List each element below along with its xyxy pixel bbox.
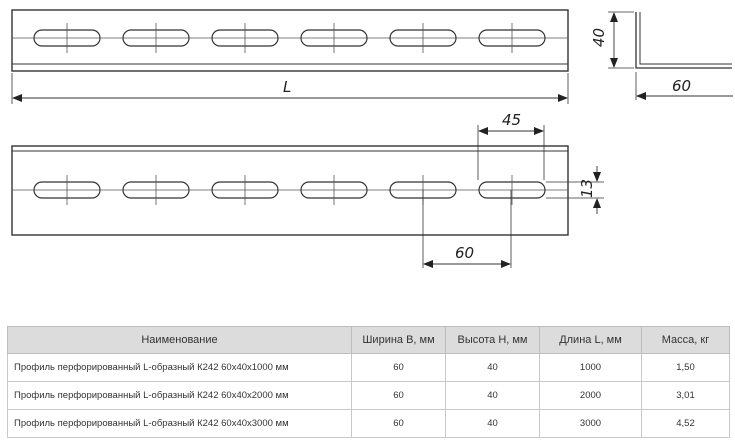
table-row: Профиль перфорированный L-образный К242 … [7, 353, 730, 382]
top-slots [33, 23, 546, 53]
angle-profile-inner [639, 12, 732, 65]
cell-name: Профиль перфорированный L-образный К242 … [7, 353, 352, 382]
dim-slot-height-label: 13 [578, 179, 596, 198]
profile-top-outline [11, 9, 569, 72]
cell-mass: 4,52 [641, 409, 730, 438]
table-row: Профиль перфорированный L-образный К242 … [7, 381, 730, 410]
table-row: Профиль перфорированный L-образный К242 … [7, 409, 730, 438]
front-view: 45 13 60 [11, 111, 604, 268]
dim-pitch-label: 60 [455, 244, 474, 262]
cell-mass: 1,50 [641, 353, 730, 382]
table-header-row: Наименование Ширина B, мм Высота H, мм Д… [7, 326, 730, 354]
top-view: L [11, 9, 569, 104]
header-mass: Масса, кг [641, 326, 730, 354]
cell-length: 2000 [539, 381, 642, 410]
section-view: 40 60 [590, 11, 733, 100]
cell-length: 3000 [539, 409, 642, 438]
technical-drawing: L 40 60 45 13 60 [11, 9, 733, 268]
cell-mass: 3,01 [641, 381, 730, 410]
profile-front-outline [11, 145, 569, 236]
cell-name: Профиль перфорированный L-образный К242 … [7, 381, 352, 410]
cell-height: 40 [445, 381, 540, 410]
dim-length-label: L [283, 78, 291, 96]
dim-width-label: 60 [672, 77, 691, 95]
cell-height: 40 [445, 353, 540, 382]
angle-profile [635, 12, 732, 69]
header-name: Наименование [7, 326, 352, 354]
cell-width: 60 [351, 353, 446, 382]
cell-name: Профиль перфорированный L-образный К242 … [7, 409, 352, 438]
cell-height: 40 [445, 409, 540, 438]
dim-slot-length-label: 45 [502, 111, 521, 129]
cell-width: 60 [351, 381, 446, 410]
dim-height-label: 40 [590, 28, 608, 47]
spec-table: Наименование Ширина B, мм Высота H, мм Д… [7, 326, 730, 438]
cell-width: 60 [351, 409, 446, 438]
header-length: Длина L, мм [539, 326, 642, 354]
cell-length: 1000 [539, 353, 642, 382]
header-height: Высота H, мм [445, 326, 540, 354]
header-width: Ширина B, мм [351, 326, 446, 354]
